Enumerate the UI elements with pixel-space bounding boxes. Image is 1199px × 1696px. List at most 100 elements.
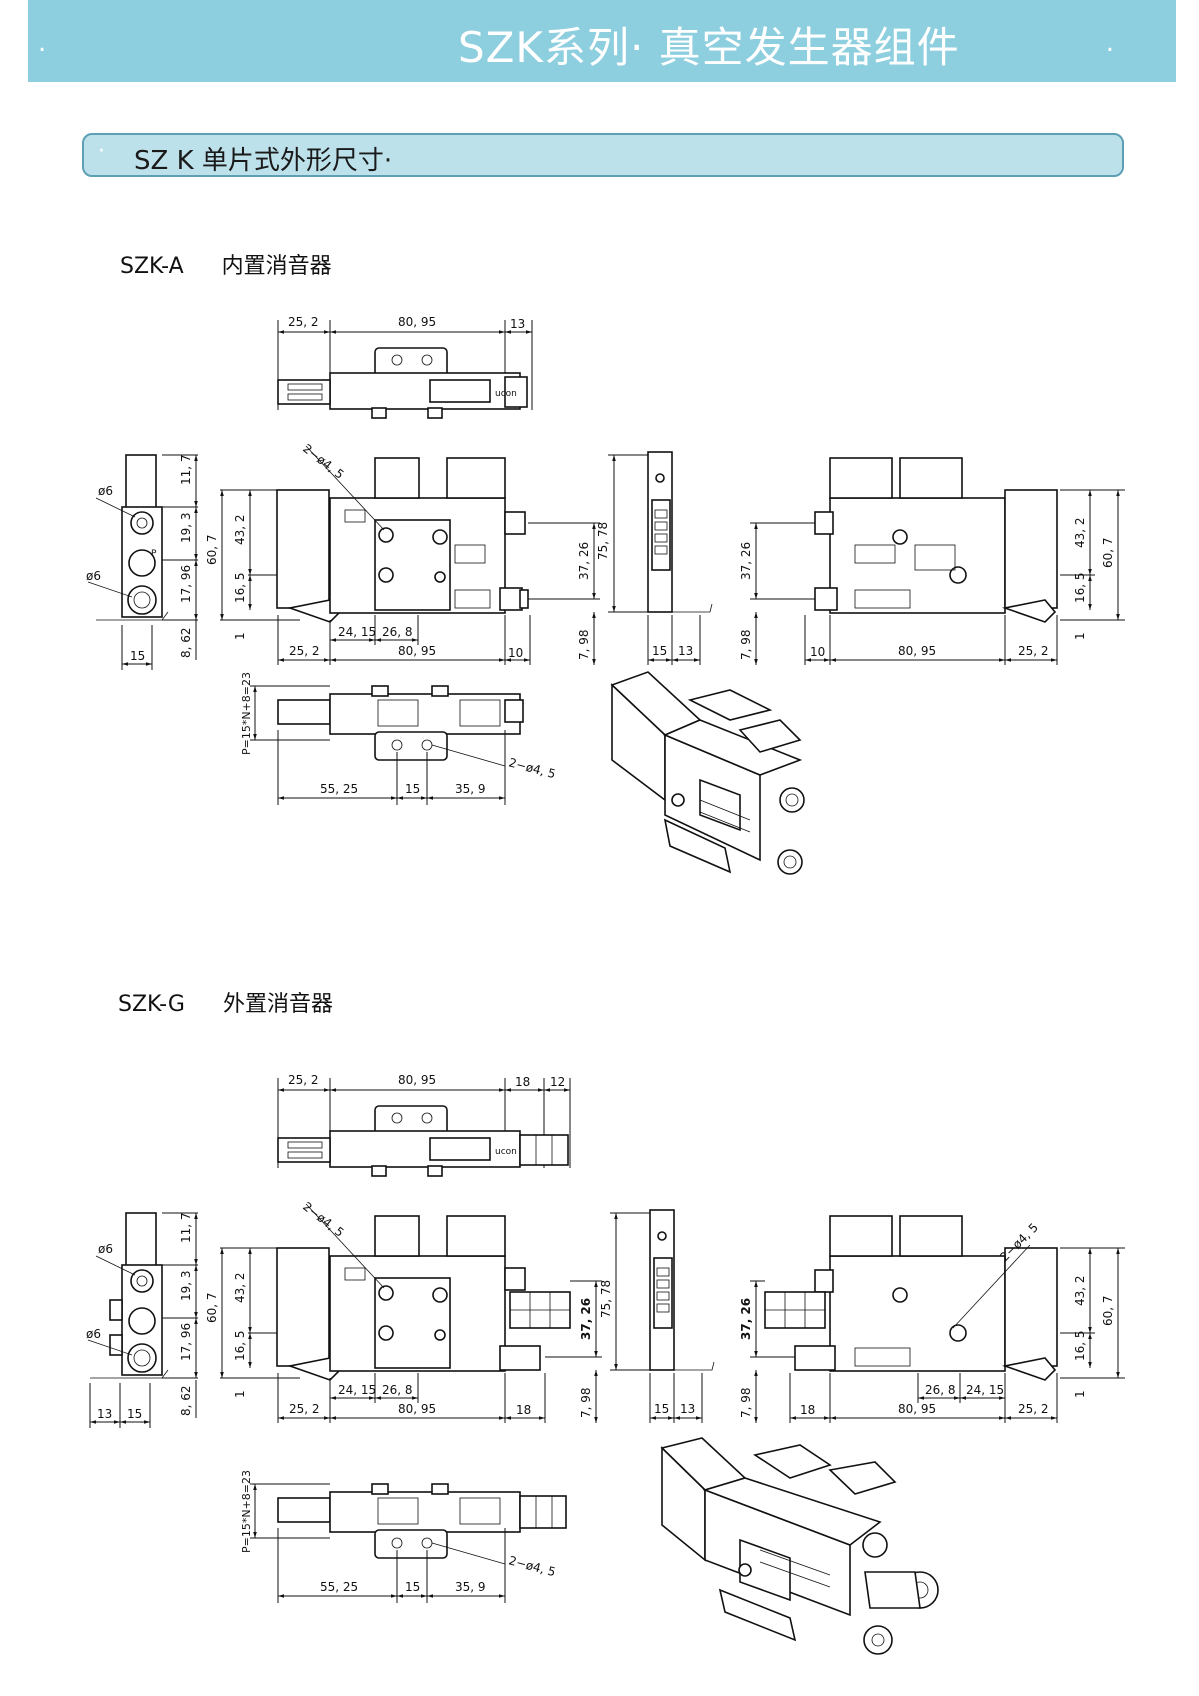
dim-text: 25, 2	[1018, 1402, 1049, 1416]
dim-text: 24, 15	[966, 1383, 1004, 1397]
dim-text: 12	[550, 1075, 565, 1089]
dim-text: 15	[654, 1402, 669, 1416]
header-banner: . SZK系列· 真空发生器组件 .	[28, 0, 1176, 82]
dim-text: 35, 9	[455, 1580, 486, 1594]
page-title: SZK系列· 真空发生器组件	[458, 23, 960, 72]
dim-text: 17, 96	[179, 565, 193, 603]
szk-a-end-view: 75, 78 15 13	[596, 451, 713, 665]
dim-text: 37, 26	[577, 542, 591, 580]
dim-text: 17, 96	[179, 1323, 193, 1361]
dim-text: 60, 7	[1101, 537, 1115, 568]
label-tag: ucon	[495, 389, 517, 399]
dim-text: 13	[97, 1407, 112, 1421]
szk-g-end-view: 75, 78 15 13	[599, 1209, 715, 1423]
szk-a-side-view: ø6 ø6 P 11, 7 19, 3 17, 96 8, 62 15	[86, 454, 198, 670]
model-code: SZK-G	[118, 992, 185, 1017]
dim-text: 15	[130, 649, 145, 663]
section-header: · SZ K 单片式外形尺寸·	[82, 133, 1124, 177]
dim-text: 13	[678, 644, 693, 658]
dim-text: 43, 2	[1073, 517, 1087, 548]
banner-right-dot: .	[1105, 28, 1114, 58]
dim-text: 55, 25	[320, 1580, 358, 1594]
dim-text: P=15*N+8=23	[240, 672, 253, 755]
dim-text: 24, 15	[338, 1383, 376, 1397]
szk-g-top-view: 25, 2 80, 95 18 12 ucon	[277, 1073, 571, 1177]
model-code: SZK-A	[120, 254, 184, 279]
dim-text: 2−ø4, 5	[507, 1553, 557, 1579]
dim-text: 18	[516, 1403, 531, 1417]
dim-text: 60, 7	[205, 534, 219, 565]
dim-text: 1	[1073, 1390, 1087, 1398]
banner-left-dot: .	[38, 28, 47, 58]
label-tag: ucon	[495, 1147, 517, 1157]
dim-text: 43, 2	[233, 1272, 247, 1303]
dim-text: 26, 8	[382, 1383, 413, 1397]
section-title: SZ K 单片式外形尺寸·	[134, 140, 392, 177]
dim-text: 25, 2	[288, 1073, 319, 1087]
dim-text: 80, 95	[898, 644, 936, 658]
dim-text: 15	[405, 1580, 420, 1594]
szk-g-front-view: 60, 7 43, 2 16, 5 1 2−ø4, 5	[205, 1199, 602, 1423]
dim-text: 24, 15	[338, 625, 376, 639]
dim-text: 7, 98	[739, 629, 753, 660]
dim-text: 80, 95	[398, 315, 436, 329]
dim-text: 2−ø4, 5	[300, 1199, 346, 1240]
dim-text: 10	[508, 646, 523, 660]
dim-text: 8, 62	[179, 627, 193, 658]
szk-a-bottom-view: P=15*N+8=23 2−ø4, 5 55, 25 15 35, 9	[240, 672, 557, 805]
dim-text: 15	[127, 1407, 142, 1421]
dim-text: 19, 3	[179, 512, 193, 543]
section-title-text: SZ K 单片式外形尺寸	[134, 146, 384, 176]
dim-text: 7, 98	[739, 1387, 753, 1418]
model-description: 内置消音器	[221, 254, 332, 279]
szk-a-front-view: 60, 7 43, 2 16, 5 1 2−ø4, 5	[205, 441, 600, 665]
szk-g-drawings: 25, 2 80, 95 18 12 ucon	[86, 1073, 1125, 1655]
dim-text: 1	[233, 632, 247, 640]
dim-text: 80, 95	[898, 1402, 936, 1416]
dim-text: 60, 7	[1101, 1295, 1115, 1326]
dim-text: 25, 2	[289, 1402, 320, 1416]
model-description: 外置消音器	[222, 992, 333, 1017]
szk-g-isometric-view	[660, 1437, 939, 1655]
dim-text: 25, 2	[288, 315, 319, 329]
dim-text: 1	[1073, 632, 1087, 640]
dim-text: 43, 2	[1073, 1275, 1087, 1306]
dim-text: 16, 5	[1073, 1330, 1087, 1361]
dim-text: 26, 8	[925, 1383, 956, 1397]
dim-text: ø6	[86, 569, 101, 583]
section-right-dot: ·	[383, 146, 393, 176]
dim-text: 10	[810, 645, 825, 659]
dim-text: 15	[652, 644, 667, 658]
dim-text: ø6	[86, 1327, 101, 1341]
szk-g-bottom-view: P=15*N+8=23 2−ø4, 5 55, 25 15 35, 9	[240, 1470, 567, 1603]
dim-text: 13	[510, 317, 525, 331]
dim-text: 60, 7	[205, 1292, 219, 1323]
dim-text: 37, 26	[739, 1298, 753, 1340]
szk-a-rear-view: 37, 26 7, 98 10 80, 95 25, 2 43, 2 16, 5…	[739, 457, 1125, 665]
dim-text: 11, 7	[179, 1212, 193, 1243]
section-left-dot: ·	[98, 139, 105, 164]
port-mark: P	[151, 549, 157, 559]
dim-text: 55, 25	[320, 782, 358, 796]
szk-a-drawings: 25, 2 80, 95 13 ucon	[86, 315, 1125, 875]
dim-text: ø6	[98, 484, 113, 498]
dim-text: 8, 62	[179, 1385, 193, 1416]
dim-text: 7, 98	[579, 1387, 593, 1418]
dim-text: 16, 5	[233, 1330, 247, 1361]
dim-text: 80, 95	[398, 1402, 436, 1416]
dim-text: 11, 7	[179, 454, 193, 485]
dim-text: 1	[233, 1390, 247, 1398]
dim-text: 16, 5	[233, 572, 247, 603]
szk-g-rear-view: 2−ø4, 5 37, 26 7, 98 26, 8 24, 15 18 80,…	[739, 1215, 1125, 1423]
dim-text: 18	[515, 1075, 530, 1089]
dim-text: 37, 26	[579, 1298, 593, 1340]
dim-text: 25, 2	[1018, 644, 1049, 658]
dim-text: 13	[680, 1402, 695, 1416]
dim-text: 25, 2	[289, 644, 320, 658]
model-label-szk-g: SZK-G 外置消音器	[118, 986, 333, 1018]
dim-text: 80, 95	[398, 1073, 436, 1087]
dim-text: 75, 78	[599, 1280, 613, 1318]
model-label-szk-a: SZK-A 内置消音器	[120, 248, 332, 280]
dim-text: 2−ø4, 5	[507, 755, 557, 781]
dim-text: 2−ø4, 5	[300, 441, 346, 482]
